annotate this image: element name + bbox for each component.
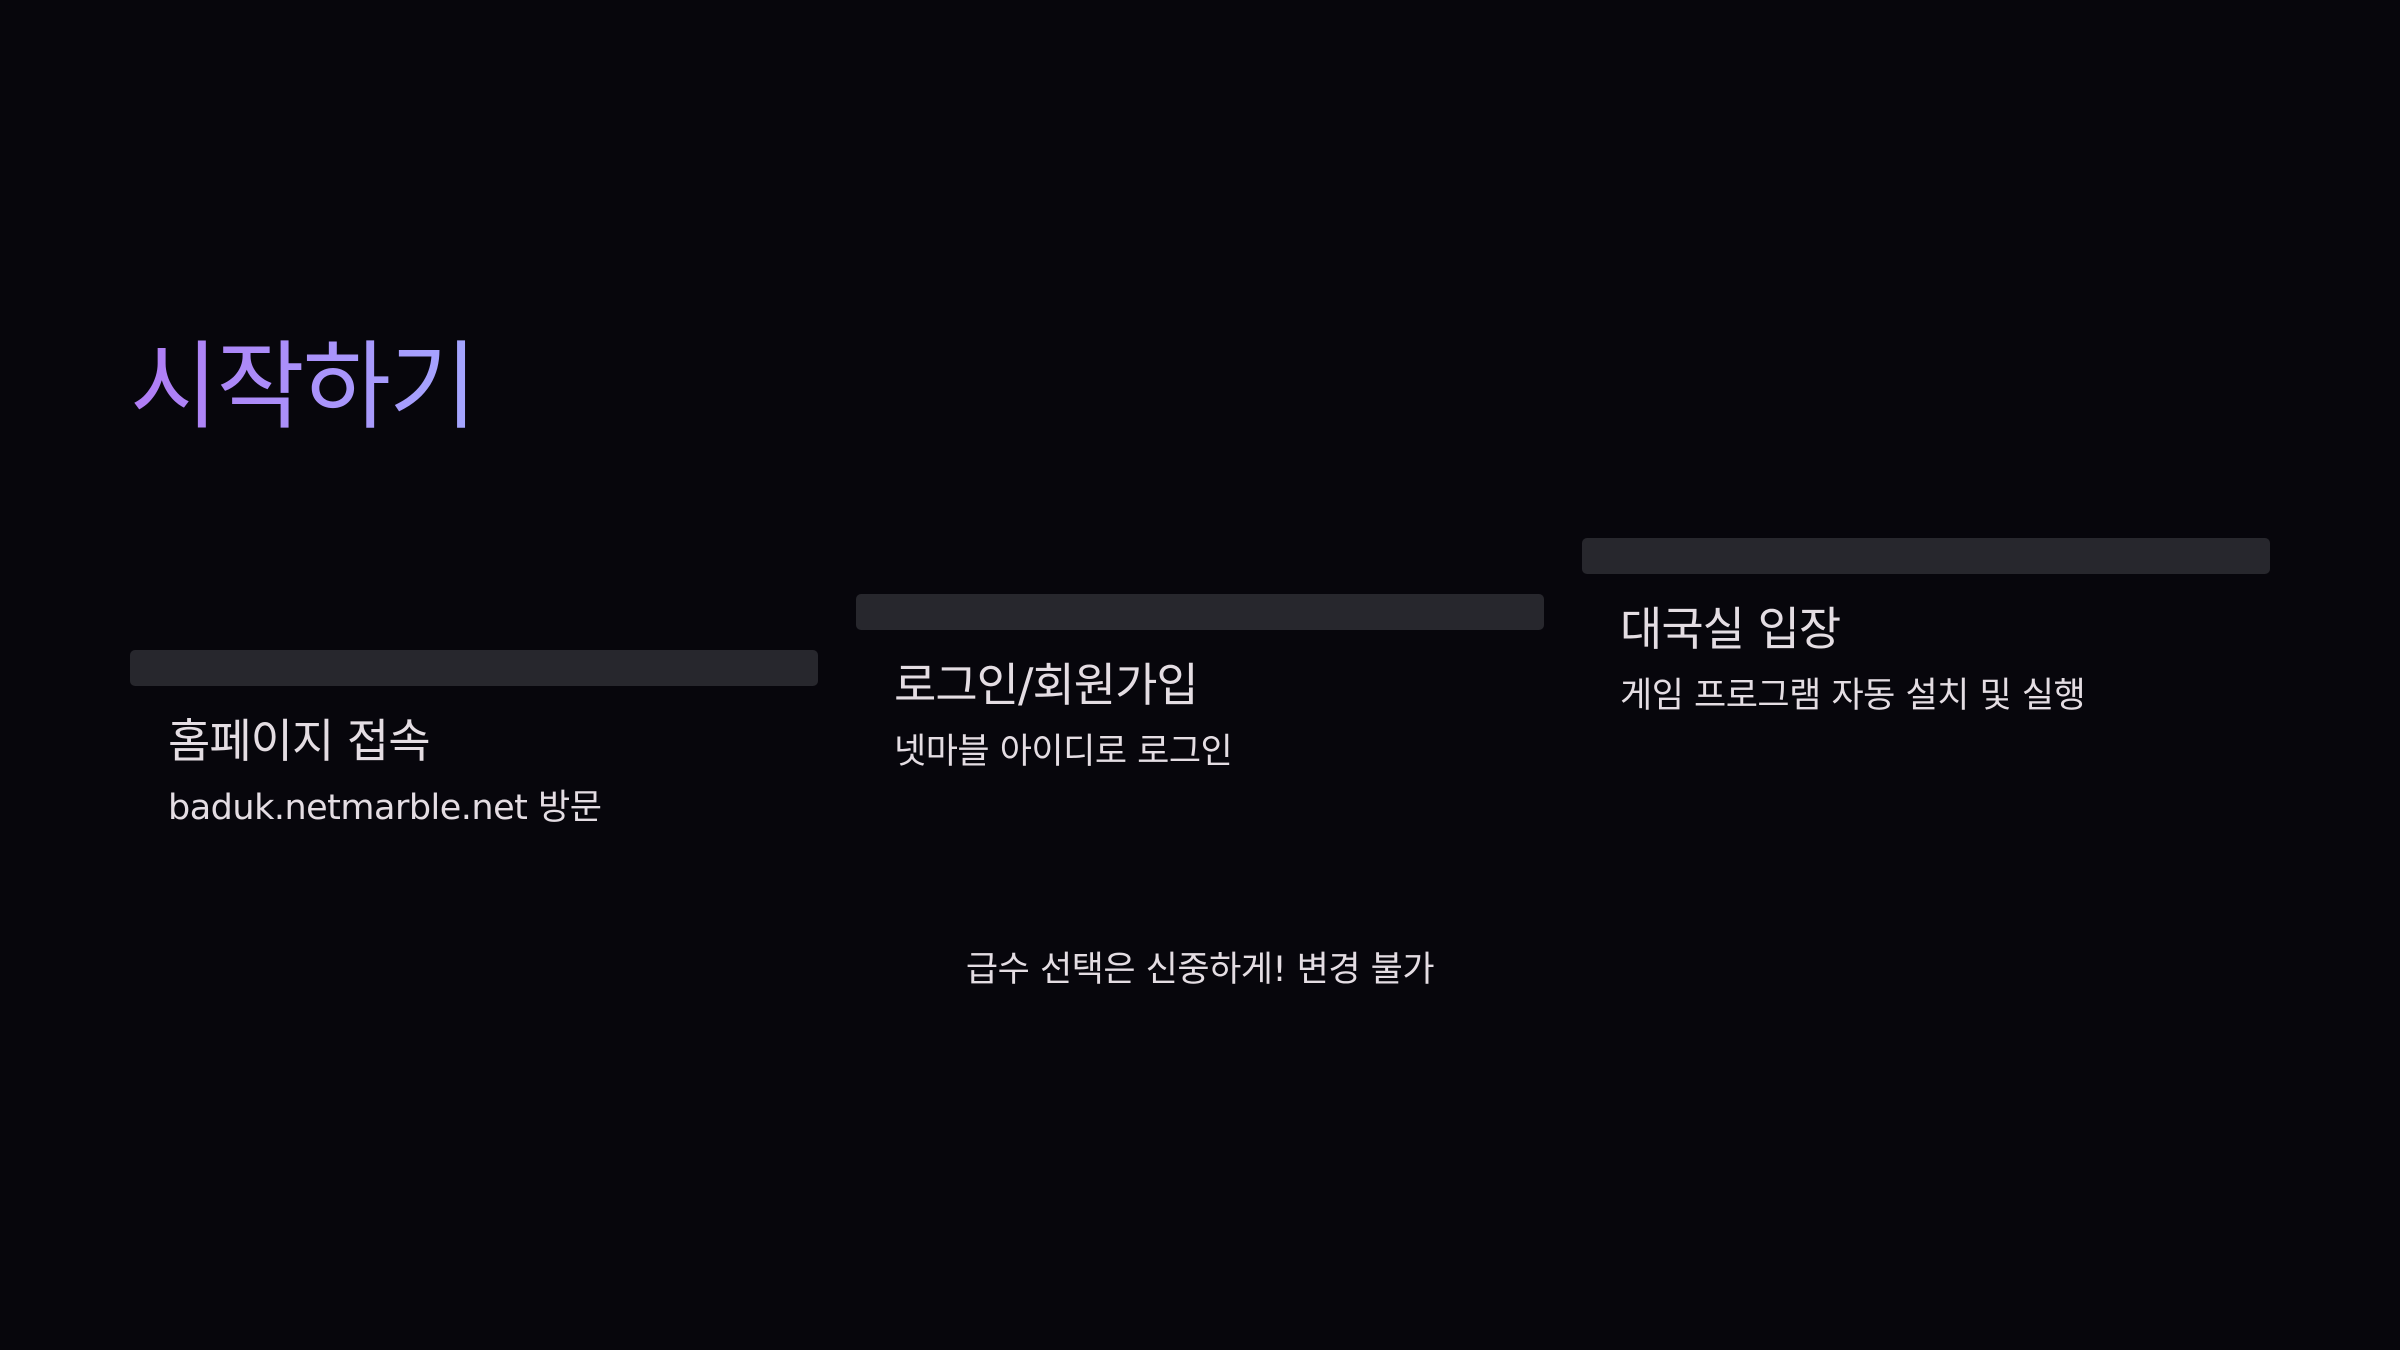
step-description: baduk.netmarble.net 방문: [168, 787, 602, 828]
step-card-enter-room: 대국실 입장 게임 프로그램 자동 설치 및 실행: [1582, 538, 2270, 719]
step-card-login: 로그인/회원가입 넷마블 아이디로 로그인: [856, 594, 1544, 775]
slide-title: 시작하기: [130, 330, 477, 445]
step-description: 넷마블 아이디로 로그인: [894, 731, 1233, 772]
step-bar: [130, 650, 818, 686]
step-heading: 홈페이지 접속: [168, 714, 431, 768]
warning-note: 급수 선택은 신중하게! 변경 불가: [965, 950, 1435, 990]
step-heading: 로그인/회원가입: [894, 658, 1199, 712]
step-description: 게임 프로그램 자동 설치 및 실행: [1620, 675, 2086, 716]
step-card-homepage: 홈페이지 접속 baduk.netmarble.net 방문: [130, 650, 818, 831]
step-bar: [1582, 538, 2270, 574]
step-heading: 대국실 입장: [1620, 602, 1841, 656]
step-bar: [856, 594, 1544, 630]
